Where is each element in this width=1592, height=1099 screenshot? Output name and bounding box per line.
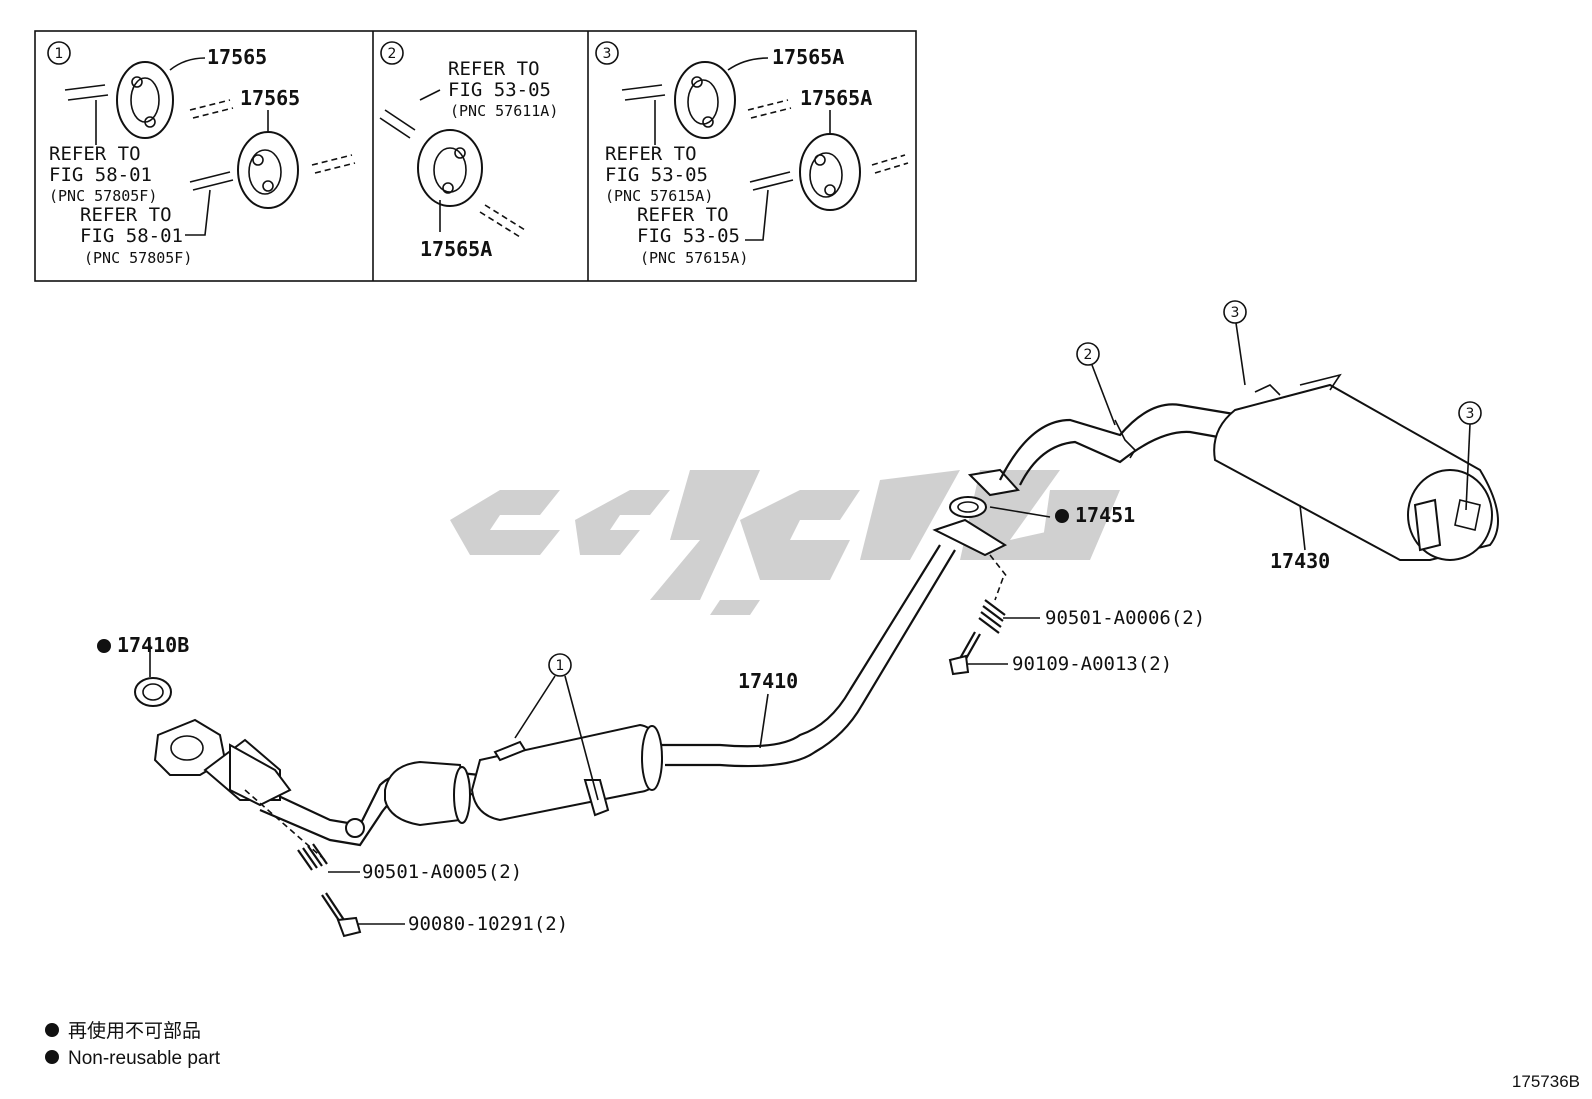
gasket-17410b (134, 645, 172, 707)
inset-3-part-b: 17565A (800, 86, 872, 110)
spring-icon (978, 599, 1006, 634)
legend-marker (45, 1050, 59, 1064)
front-exhaust-pipe (259, 544, 956, 847)
inset-1-callout-number: 1 (55, 46, 64, 62)
inset-2-part: 17565A (420, 237, 492, 261)
watermark-logo (450, 470, 1120, 615)
rubber-hanger-icon (417, 129, 483, 207)
inset-3-ref-b-fig: FIG 53-05 (637, 225, 740, 247)
inset-3-ref-b-pnc: (PNC 57615A) (640, 249, 748, 267)
rubber-hanger-icon (799, 133, 861, 211)
inset-1-part-a: 17565 (207, 45, 267, 69)
part-17430-label: 17430 (1270, 549, 1330, 573)
spring-front-label: 90501-A0005(2) (362, 861, 522, 883)
muffler (1213, 373, 1499, 561)
inset-2-callout (380, 41, 404, 65)
bolt-icon (948, 631, 981, 676)
figure-number: 175736B (1512, 1072, 1580, 1091)
rubber-hanger-icon (237, 131, 299, 209)
inset-2-ref-pnc: (PNC 57611A) (450, 102, 558, 120)
callout-3a (1223, 300, 1247, 324)
callout-2 (1076, 342, 1100, 366)
inset-2-ref-fig: FIG 53-05 (448, 79, 551, 101)
inset-3-ref-a-refer: REFER TO (605, 143, 697, 165)
inset-1-ref-a-pnc: (PNC 57805F) (49, 187, 157, 205)
catalytic-converter-2 (470, 723, 664, 822)
spring-rear-label: 90501-A0006(2) (1045, 607, 1205, 629)
callout-3a-number: 3 (1231, 305, 1240, 321)
legend-line-1: 再使用不可部品 (68, 1020, 201, 1042)
inset-3-callout-number: 3 (603, 46, 612, 62)
spring-icon (297, 843, 328, 871)
inset-2-ref-refer: REFER TO (448, 58, 540, 80)
non-reusable-marker (1055, 509, 1069, 523)
inset-3-ref-b-refer: REFER TO (637, 204, 729, 226)
mid-flange (932, 468, 1020, 557)
inset-1-ref-b-fig: FIG 58-01 (80, 225, 183, 247)
inset-panels (34, 30, 917, 282)
inset-1-ref-a-refer: REFER TO (49, 143, 141, 165)
callout-1 (548, 653, 572, 677)
rear-pipe (999, 403, 1241, 486)
part-17451-label: 17451 (1075, 503, 1135, 527)
inset-1-callout (47, 41, 71, 65)
callout-2-number: 2 (1084, 347, 1093, 363)
legend: 再使用不可部品 Non-reusable part (45, 1020, 221, 1069)
inset-3-part-a: 17565A (772, 45, 844, 69)
catalytic-converter-1 (345, 760, 471, 838)
inset-3-ref-a-pnc: (PNC 57615A) (605, 187, 713, 205)
callout-3b-number: 3 (1466, 406, 1475, 422)
inset-1-part-b: 17565 (240, 86, 300, 110)
inset-1-ref-b-pnc: (PNC 57805F) (84, 249, 192, 267)
rubber-hanger-icon (674, 61, 736, 139)
bolt-rear-label: 90109-A0013(2) (1012, 653, 1172, 675)
inset-3-callout (595, 41, 619, 65)
legend-line-2: Non-reusable part (68, 1048, 221, 1069)
callout-1-number: 1 (556, 658, 565, 674)
inset-1: 1 17565 17565 REFER TO FIG 58-01 (PNC 57… (47, 41, 356, 267)
front-flange (153, 718, 292, 807)
inset-2-callout-number: 2 (388, 46, 397, 62)
inset-1-ref-b-refer: REFER TO (80, 204, 172, 226)
bolt-icon (321, 892, 362, 938)
legend-marker (45, 1023, 59, 1037)
inset-2: 2 17565A REFER TO FIG 53-05 (PNC 57611A) (379, 41, 558, 261)
part-17410-label: 17410 (738, 669, 798, 693)
inset-1-ref-a-fig: FIG 58-01 (49, 164, 152, 186)
inset-3: 3 17565A 17565A REFER TO FIG 53-05 (PNC … (595, 41, 909, 267)
inset-3-ref-a-fig: FIG 53-05 (605, 164, 708, 186)
part-17410b-label: 17410B (117, 633, 189, 657)
bolt-front-label: 90080-10291(2) (408, 913, 568, 935)
rubber-hanger-icon (116, 61, 174, 139)
non-reusable-marker (97, 639, 111, 653)
